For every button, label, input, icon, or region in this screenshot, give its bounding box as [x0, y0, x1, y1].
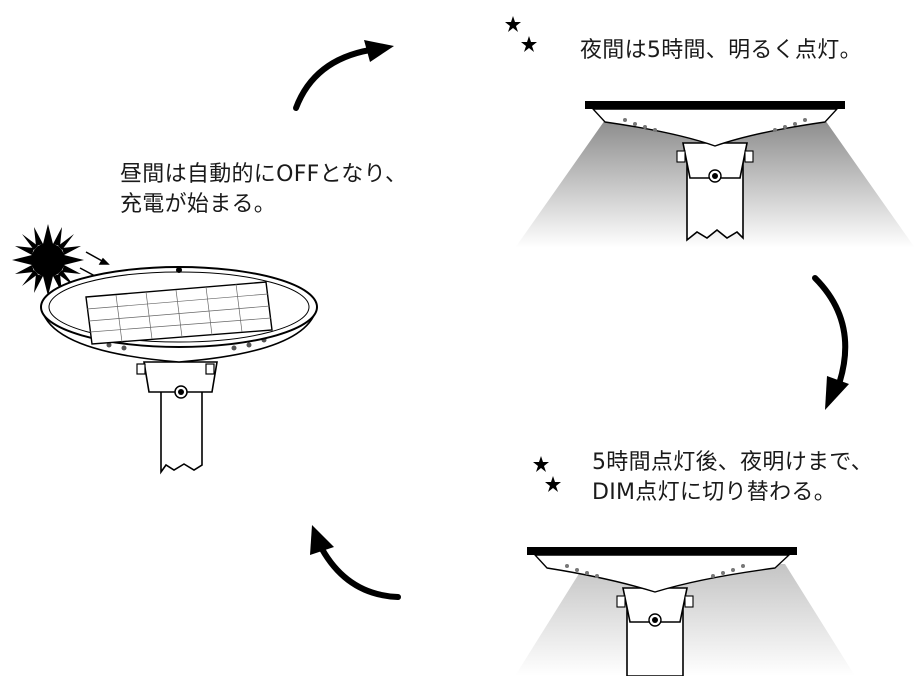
- night-dim-caption-line2: DIM点灯に切り替わる。: [592, 480, 837, 505]
- curved-arrow-icon-bottom: [310, 525, 401, 600]
- night-dim-caption-line1: 5時間点灯後、夜明けまで、: [592, 450, 874, 475]
- curved-arrow-icon-right: [812, 275, 849, 410]
- moon-stars-icon: [476, 16, 537, 58]
- day-caption-line1: 昼間は自動的にOFFとなり、: [120, 162, 408, 187]
- curved-arrow-icon-top: [293, 40, 394, 111]
- sun-icon: [12, 224, 84, 296]
- night-dim-caption: 5時間点灯後、夜明けまで、 DIM点灯に切り替わる。: [592, 448, 873, 508]
- lamp-dim: [515, 547, 855, 676]
- night-full-caption: 夜間は5時間、明るく点灯。: [580, 38, 862, 63]
- moon-stars-icon-dim: [497, 454, 561, 498]
- day-caption: 昼間は自動的にOFFとなり、 充電が始まる。: [120, 160, 407, 220]
- day-caption-line2: 充電が始まる。: [120, 192, 277, 217]
- lamp-full-bright: [515, 101, 915, 248]
- solar-street-lamp-icon: [40, 266, 318, 475]
